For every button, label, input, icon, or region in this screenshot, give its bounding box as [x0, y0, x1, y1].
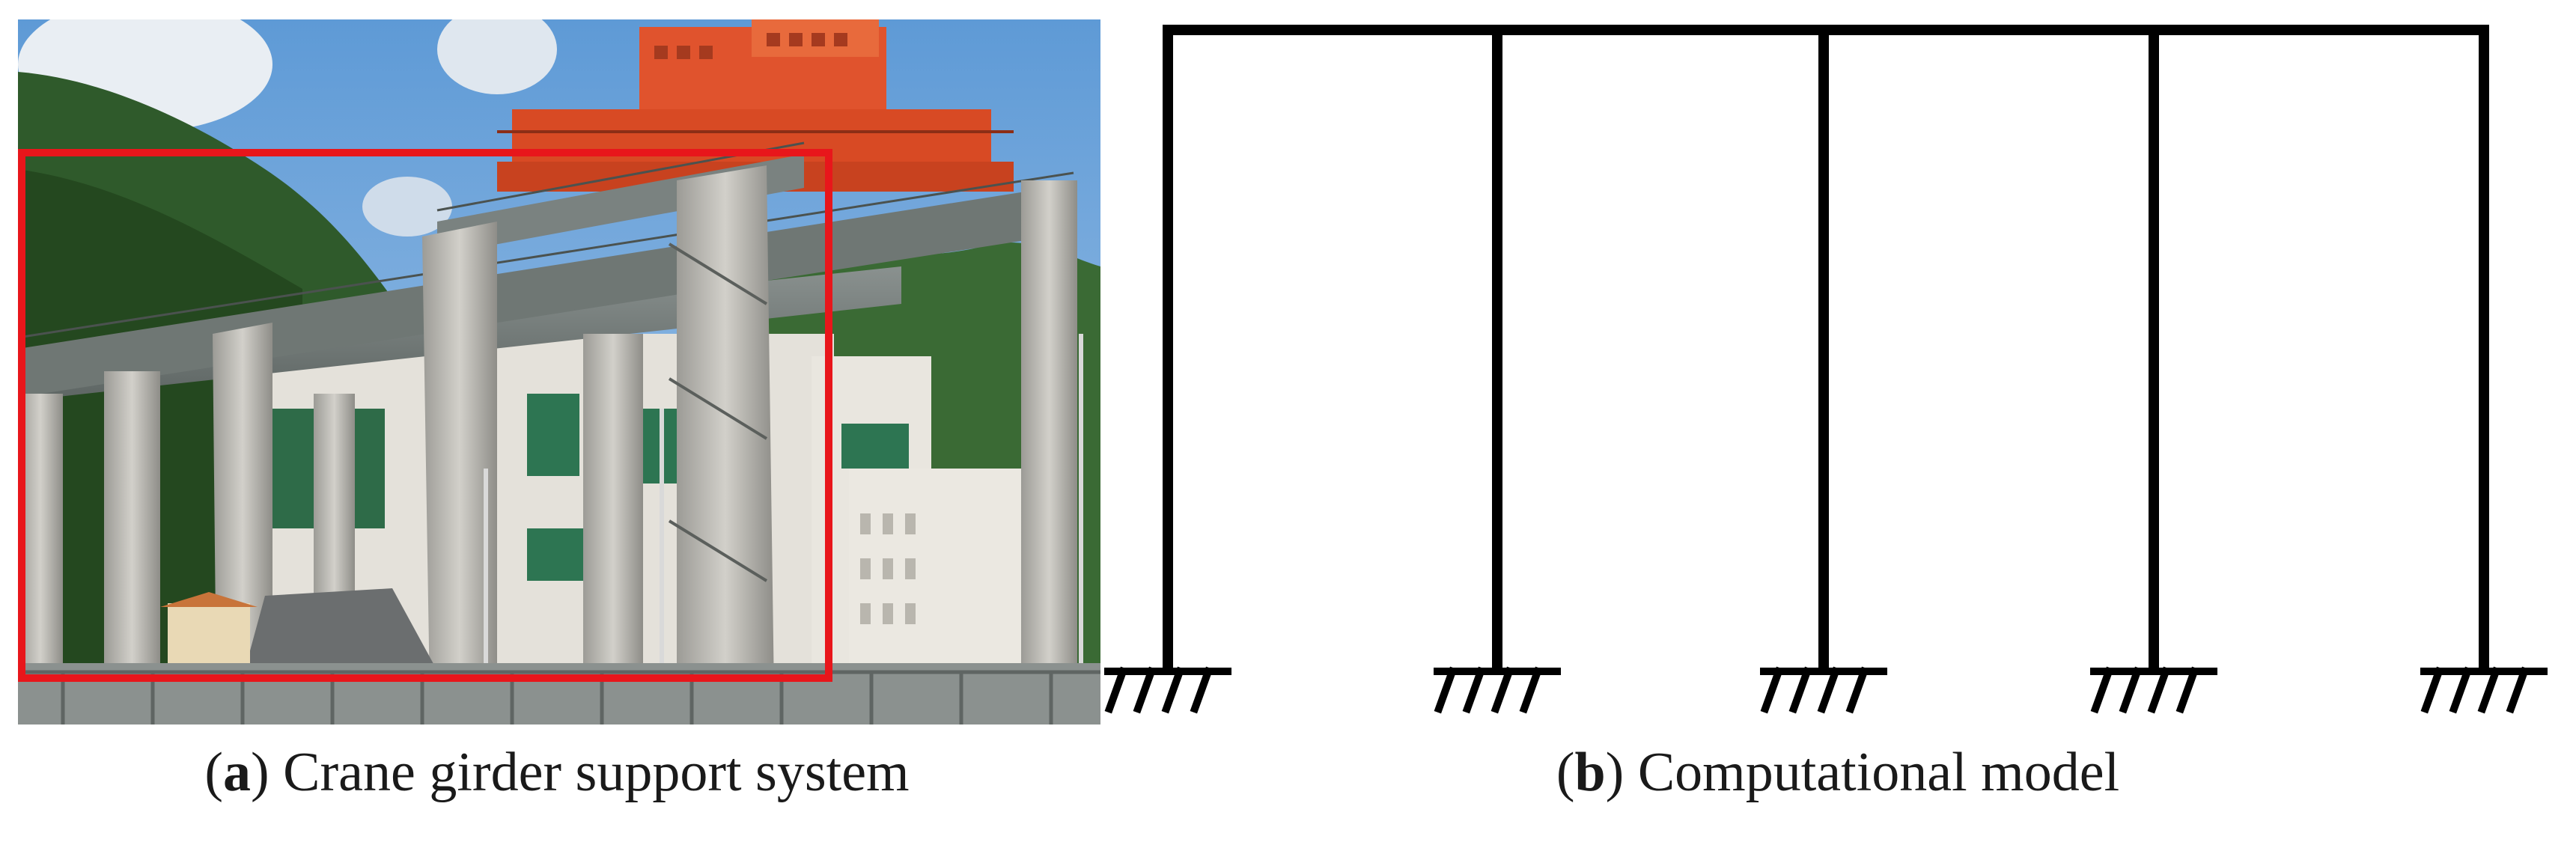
fixed-supports	[1104, 666, 2548, 714]
window-grid	[860, 513, 916, 624]
fixed-support	[1434, 666, 1561, 714]
highlight-box	[18, 149, 832, 682]
caption-panel-a: (a) Crane girder support system	[204, 742, 910, 803]
stairs	[668, 242, 768, 582]
lamp-post	[484, 334, 1083, 693]
panel-a-letter: a	[223, 742, 252, 803]
window-green	[527, 394, 579, 476]
pier	[422, 222, 497, 693]
panel-b-letter: b	[1574, 742, 1606, 803]
pier	[104, 371, 160, 693]
frame-structure	[1163, 25, 2489, 675]
panel-a-photo	[18, 19, 1100, 724]
window-green	[841, 424, 909, 469]
window-green	[527, 528, 587, 581]
pier	[677, 165, 774, 693]
building-far-right	[849, 469, 1036, 686]
guard-house-roof	[160, 592, 258, 607]
pier	[1021, 180, 1077, 693]
cloud	[437, 19, 557, 94]
pier	[583, 334, 643, 693]
panel-b-frame-model	[1104, 25, 2548, 714]
fixed-support	[2420, 666, 2548, 714]
guard-house	[168, 603, 250, 671]
road	[243, 588, 437, 678]
fixed-support	[2090, 666, 2217, 714]
panel-a-caption-text: Crane girder support system	[283, 742, 910, 803]
caption-panel-b: (b) Computational model	[1556, 742, 2120, 803]
fixed-support	[1760, 666, 1887, 714]
fixed-support	[1104, 666, 1231, 714]
panel-b-caption-text: Computational model	[1637, 742, 2120, 803]
cloud	[362, 177, 452, 237]
runway-beam-front	[18, 184, 1074, 397]
